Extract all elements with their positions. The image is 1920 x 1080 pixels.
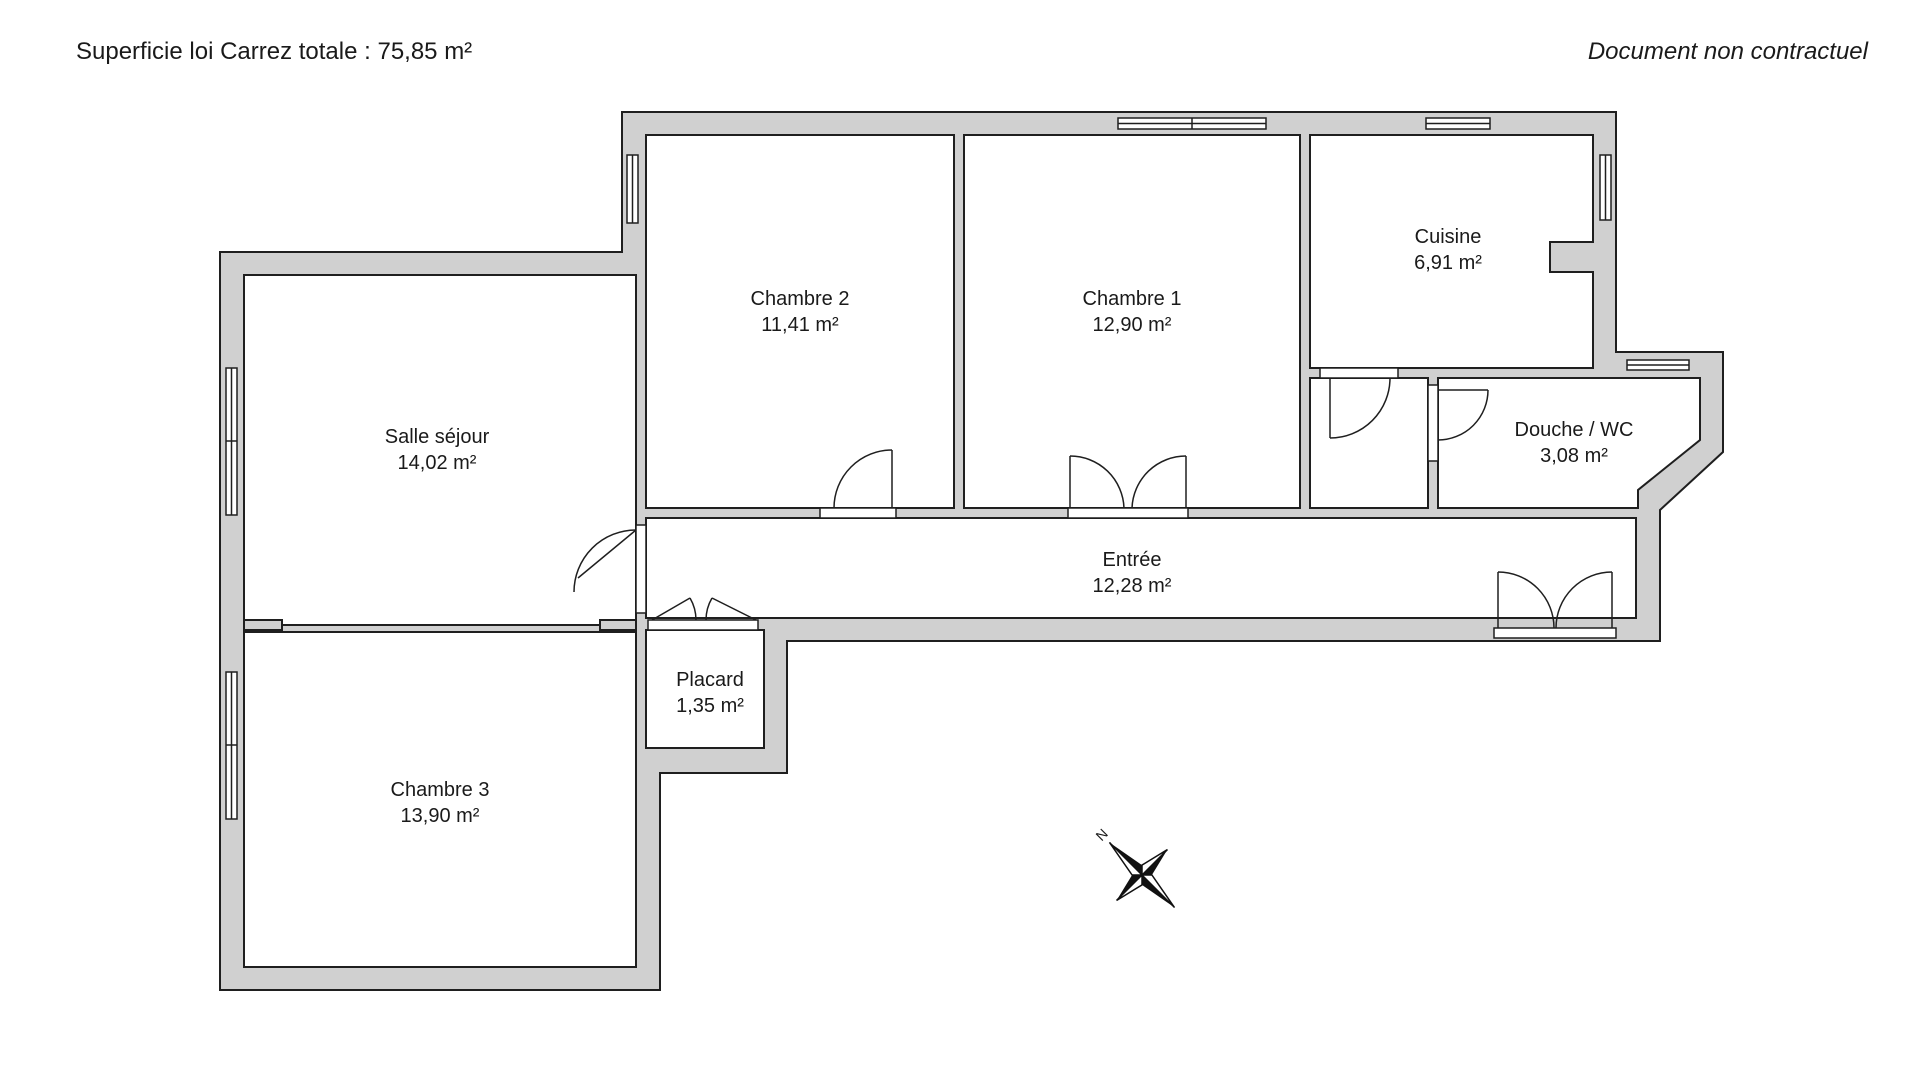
compass-north-label: N [1092, 825, 1110, 843]
door-placard-double [647, 597, 759, 631]
room-cuisine [1309, 134, 1594, 369]
room-placard [645, 629, 765, 749]
room-name-chambre-3: Chambre 3 [391, 779, 490, 801]
room-name-chambre-1: Chambre 1 [1083, 288, 1182, 310]
window-wc [1626, 359, 1690, 371]
door-chambre-2 [819, 449, 897, 519]
room-chambre-1 [963, 134, 1301, 509]
disclaimer-text: Document non contractuel [1587, 38, 1868, 65]
door-entree-double [1493, 571, 1617, 639]
partition-stubs [243, 619, 637, 631]
door-salle-sejour [573, 524, 647, 614]
room-area-placard: 1,35 m² [676, 695, 744, 717]
windows [225, 117, 1690, 820]
room-name-salle-sejour: Salle séjour [385, 426, 490, 448]
room-area-salle-sejour: 14,02 m² [398, 452, 477, 474]
room-area-chambre-3: 13,90 m² [401, 805, 480, 827]
room-name-placard: Placard [676, 669, 744, 691]
room-name-chambre-2: Chambre 2 [751, 288, 850, 310]
room-area-chambre-2: 11,41 m² [761, 314, 839, 336]
doors [573, 367, 1617, 639]
window-left-salle-sejour [225, 367, 238, 516]
window-top-chambre-1 [1117, 117, 1267, 130]
total-area-text: Superficie loi Carrez totale : 75,85 m² [76, 38, 473, 65]
room-name-entree: Entrée [1103, 549, 1162, 571]
room-chambre-3 [243, 631, 637, 968]
room-name-douche-wc: Douche / WC [1515, 419, 1634, 441]
door-cuisine [1319, 367, 1399, 439]
window-right-cuisine [1599, 154, 1612, 221]
door-chambre-1-double [1067, 455, 1189, 519]
room-douche-wc [1437, 377, 1701, 509]
window-left-chambre-3 [225, 671, 238, 820]
room-chambre-2 [645, 134, 955, 509]
room-area-entree: 12,28 m² [1093, 575, 1172, 597]
room-area-douche-wc: 3,08 m² [1540, 445, 1608, 467]
door-douche-wc [1427, 384, 1489, 462]
room-interiors [243, 134, 1701, 968]
window-top-cuisine [1425, 117, 1491, 130]
room-area-cuisine: 6,91 m² [1414, 252, 1482, 274]
room-area-chambre-1: 12,90 m² [1093, 314, 1172, 336]
room-labels: Chambre 2 11,41 m² Chambre 1 12,90 m² Cu… [385, 226, 1634, 827]
window-left-chambre-2 [626, 154, 639, 224]
compass-icon: N [1092, 825, 1176, 909]
room-name-cuisine: Cuisine [1415, 226, 1482, 248]
room-corridor [1309, 377, 1429, 509]
room-salle-sejour [243, 274, 637, 626]
